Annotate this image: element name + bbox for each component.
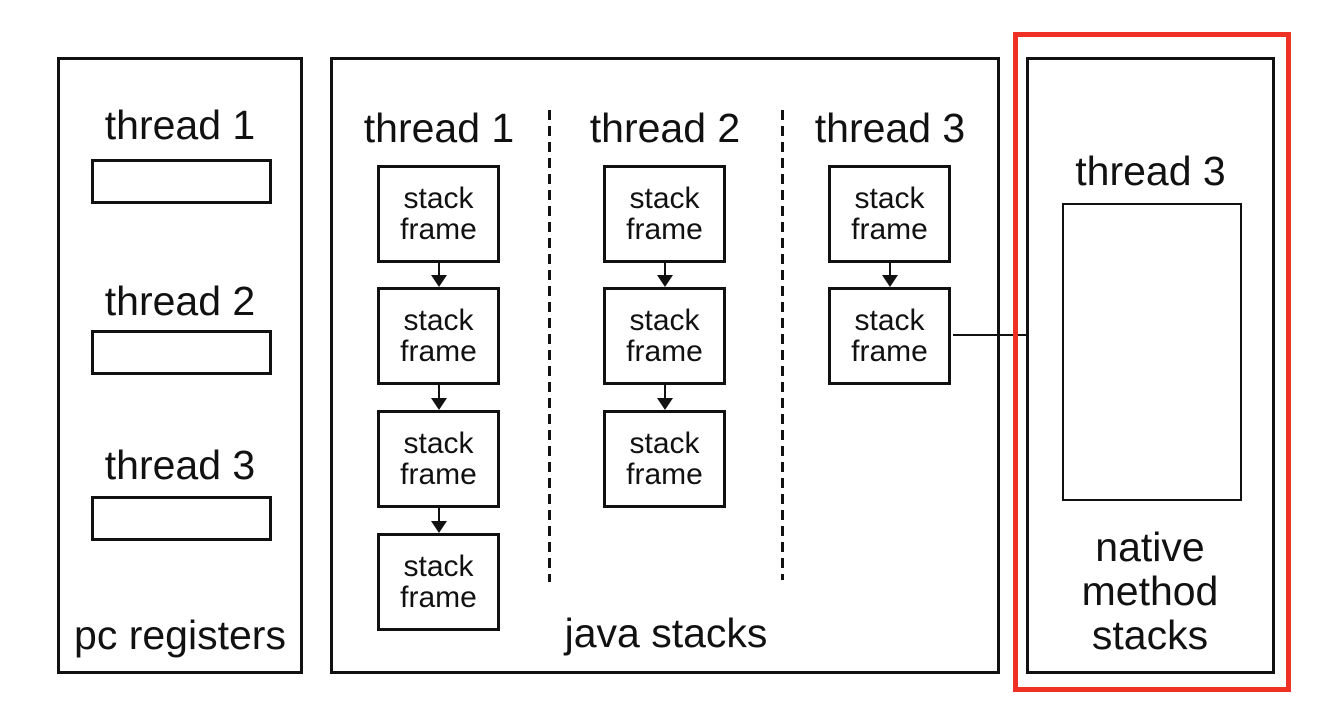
stack-frame: stack frame	[377, 287, 500, 385]
java-thread-2-label: thread 2	[589, 105, 741, 151]
java-stacks-title: java stacks	[564, 610, 768, 656]
arrow-down-icon	[431, 263, 447, 287]
pc-register-box-3	[91, 496, 272, 541]
native-thread-3-label: thread 3	[1075, 148, 1226, 194]
pc-thread-1-label: thread 1	[104, 102, 256, 148]
java-thread-3-label: thread 3	[814, 105, 966, 151]
pc-register-box-2	[91, 330, 272, 375]
java-stacks-panel: thread 1 stack frame stack frame stack f…	[330, 57, 1000, 674]
highlight-outline	[1013, 32, 1291, 692]
stack-frame: stack frame	[828, 165, 951, 263]
arrow-down-icon	[657, 263, 673, 287]
arrow-down-icon	[657, 385, 673, 410]
stack-frame: stack frame	[377, 533, 500, 631]
stack-frame: stack frame	[828, 287, 951, 385]
arrow-down-icon	[431, 385, 447, 410]
pc-registers-panel: thread 1 thread 2 thread 3 pc registers	[57, 57, 303, 674]
stack-frame: stack frame	[603, 410, 726, 508]
pc-thread-2-label: thread 2	[104, 278, 256, 324]
native-stack-box	[1062, 203, 1242, 501]
pc-register-box-1	[91, 159, 272, 204]
arrow-down-icon	[882, 263, 898, 287]
pc-registers-title: pc registers	[74, 612, 286, 658]
java-thread-1-label: thread 1	[363, 105, 515, 151]
native-method-stacks-title: native method stacks	[1081, 524, 1219, 658]
stack-frame: stack frame	[603, 287, 726, 385]
stack-frame: stack frame	[377, 165, 500, 263]
native-method-stacks-panel: thread 3 native method stacks	[1026, 57, 1275, 674]
arrow-down-icon	[431, 508, 447, 533]
thread-separator-dashed	[781, 110, 784, 580]
pc-thread-3-label: thread 3	[104, 442, 256, 488]
stack-frame: stack frame	[377, 410, 500, 508]
stack-frame: stack frame	[603, 165, 726, 263]
thread-separator-dashed	[548, 110, 551, 582]
